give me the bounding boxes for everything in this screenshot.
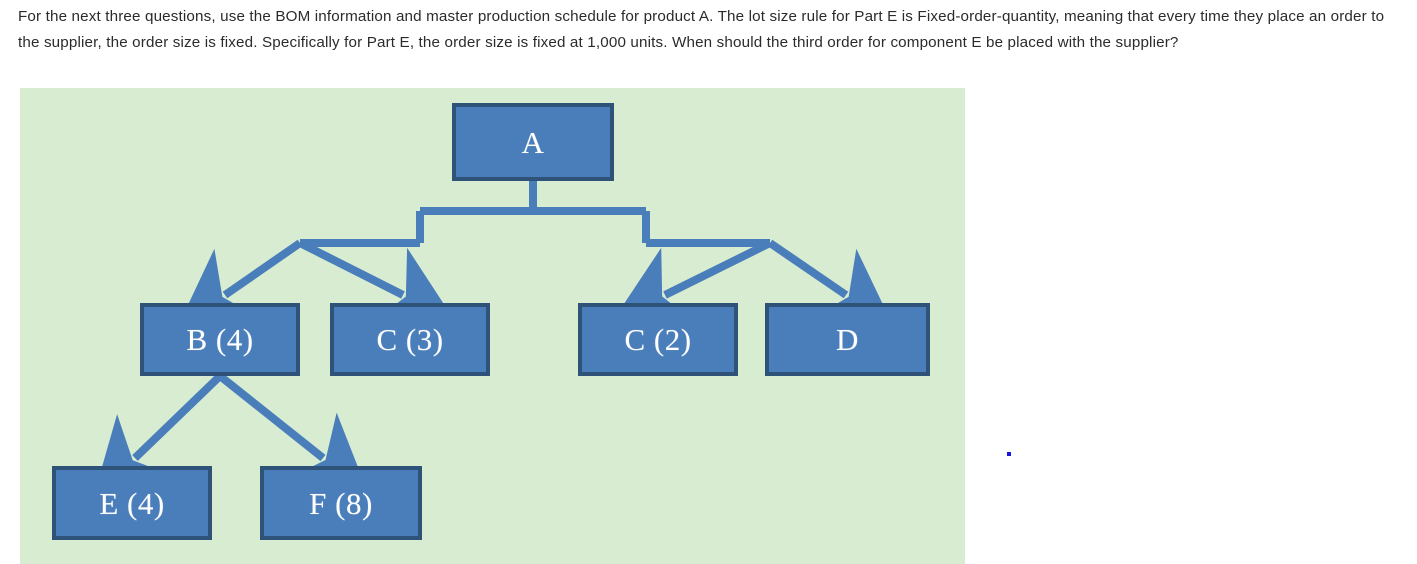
bom-connectors [92,181,895,499]
connector-b-to-f [217,372,369,495]
connector-a-to-d [767,239,895,328]
bom-node-a: A [452,103,614,181]
connector-b-to-e [92,373,223,499]
question-text: For the next three questions, use the BO… [18,8,1385,51]
connector-a-to-c3 [298,239,456,327]
stray-dot-artifact [1007,452,1011,456]
bom-node-c2: C (2) [578,303,738,376]
bom-diagram-panel: A B (4) C (3) C (2) D E (4) F (8) [20,88,965,564]
bom-node-e: E (4) [52,466,212,540]
bom-node-b: B (4) [140,303,300,376]
connector-a-trunk [300,181,770,247]
connector-a-to-c2 [612,239,772,327]
bom-node-c3: C (3) [330,303,490,376]
bom-node-f: F (8) [260,466,422,540]
bom-node-d: D [765,303,930,376]
connector-a-to-b [177,239,303,329]
